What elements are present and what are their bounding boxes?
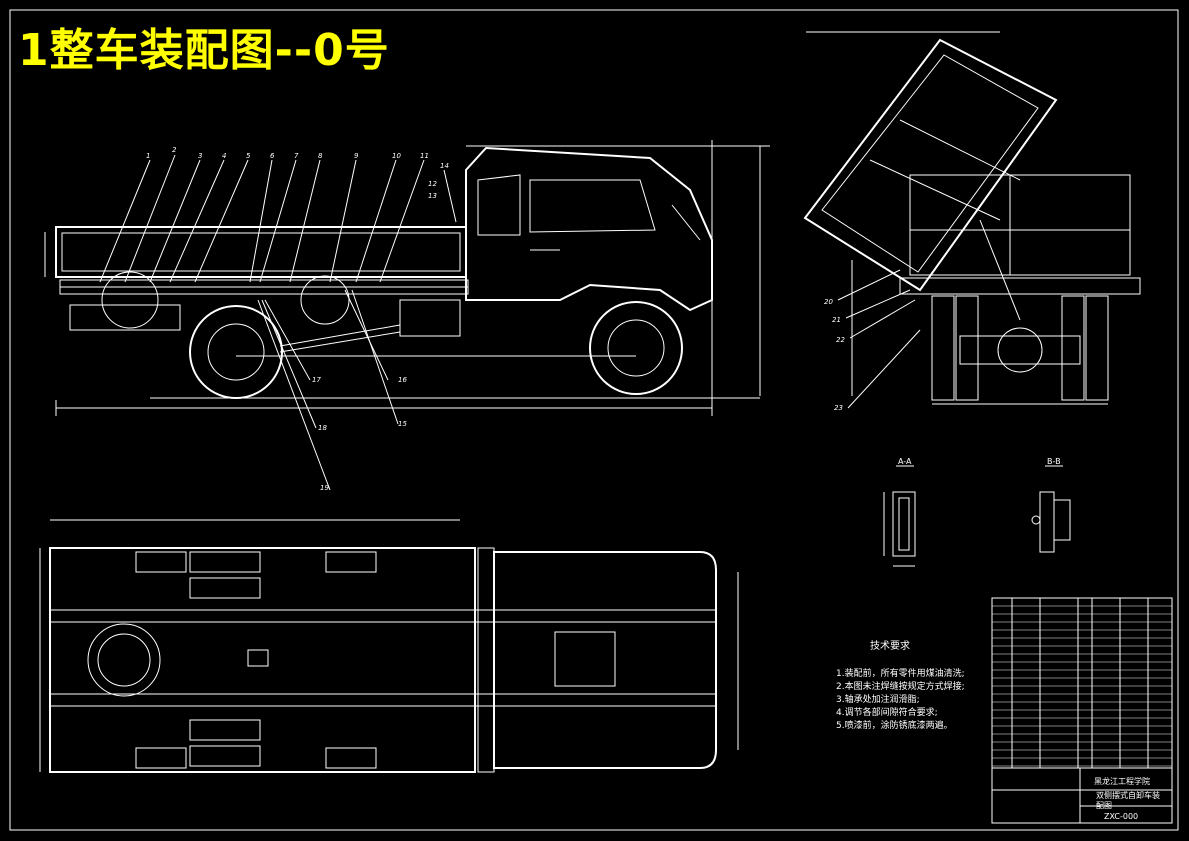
part-label: 5: [246, 152, 251, 160]
tech-req-item: 4.调节各部间隙符合要求;: [836, 708, 938, 718]
front-wheel: [589, 301, 683, 395]
drawing-title: 1整车装配图--0号: [18, 25, 390, 76]
part-label: 15: [398, 420, 407, 428]
part-label: 17: [312, 376, 321, 384]
part-label: 11: [420, 152, 429, 160]
dump-body: [55, 226, 467, 278]
rear-view-part-labels: 20 21 22 23: [824, 298, 845, 412]
rear-wheel: [189, 305, 283, 399]
drawing-border: [9, 9, 1179, 831]
part-label: 13: [428, 192, 437, 200]
part-label: 2: [172, 146, 177, 154]
tech-req-item: 1.装配前，所有零件用煤油清洗;: [836, 669, 965, 679]
tech-req-item: 2.本图未注焊缝按规定方式焊接;: [836, 682, 965, 692]
part-label: 10: [392, 152, 401, 160]
rear-view: [803, 31, 1141, 409]
title-block-drawing-name: 双侧摆式自卸车装配图: [1096, 791, 1160, 810]
part-label: 9: [354, 152, 359, 160]
top-body: [49, 547, 476, 773]
part-label: 23: [834, 404, 843, 412]
cab: [465, 146, 713, 312]
side-view: [44, 140, 770, 491]
tech-req-item: 3.轴承处加注润滑脂;: [836, 695, 920, 705]
title-block-school: 黑龙江工程学院: [1094, 777, 1150, 786]
section-label: A-A: [898, 457, 912, 466]
top-cab: [493, 551, 717, 769]
part-label: 21: [832, 316, 841, 324]
section-label: B-B: [1047, 457, 1061, 466]
part-label: 20: [824, 298, 833, 306]
part-label: 14: [440, 162, 449, 170]
top-view: [39, 519, 739, 773]
rear-body: [909, 174, 1131, 276]
part-label: 19: [320, 484, 329, 492]
part-label: 7: [294, 152, 299, 160]
part-label: 12: [428, 180, 437, 188]
part-label: 8: [318, 152, 323, 160]
tipped-body: [803, 38, 1058, 292]
side-view-part-labels: 1 2 3 4 5 6 7 8 9 10 11 12 13 14 15 16 1…: [146, 146, 449, 492]
tech-req-list: 1.装配前，所有零件用煤油清洗; 2.本图未注焊缝按规定方式焊接; 3.轴承处加…: [836, 668, 986, 733]
part-label: 6: [270, 152, 275, 160]
tech-req-item: 5.喷漆前，涂防锈底漆两遍。: [836, 721, 953, 731]
title-block-drawing-number: ZXC-000: [1104, 812, 1139, 821]
tech-req-heading: 技术要求: [870, 641, 910, 652]
bom-rows: [992, 605, 1172, 767]
part-label: 1: [146, 152, 150, 160]
section-views: A-A B-B: [883, 457, 1071, 567]
part-label: 3: [198, 152, 202, 160]
part-label: 22: [836, 336, 845, 344]
part-label: 4: [222, 152, 226, 160]
part-label: 18: [318, 424, 327, 432]
rear-tire: [931, 295, 955, 401]
part-label: 16: [398, 376, 407, 384]
cab-window: [529, 179, 656, 233]
bom-table: [991, 597, 1173, 824]
